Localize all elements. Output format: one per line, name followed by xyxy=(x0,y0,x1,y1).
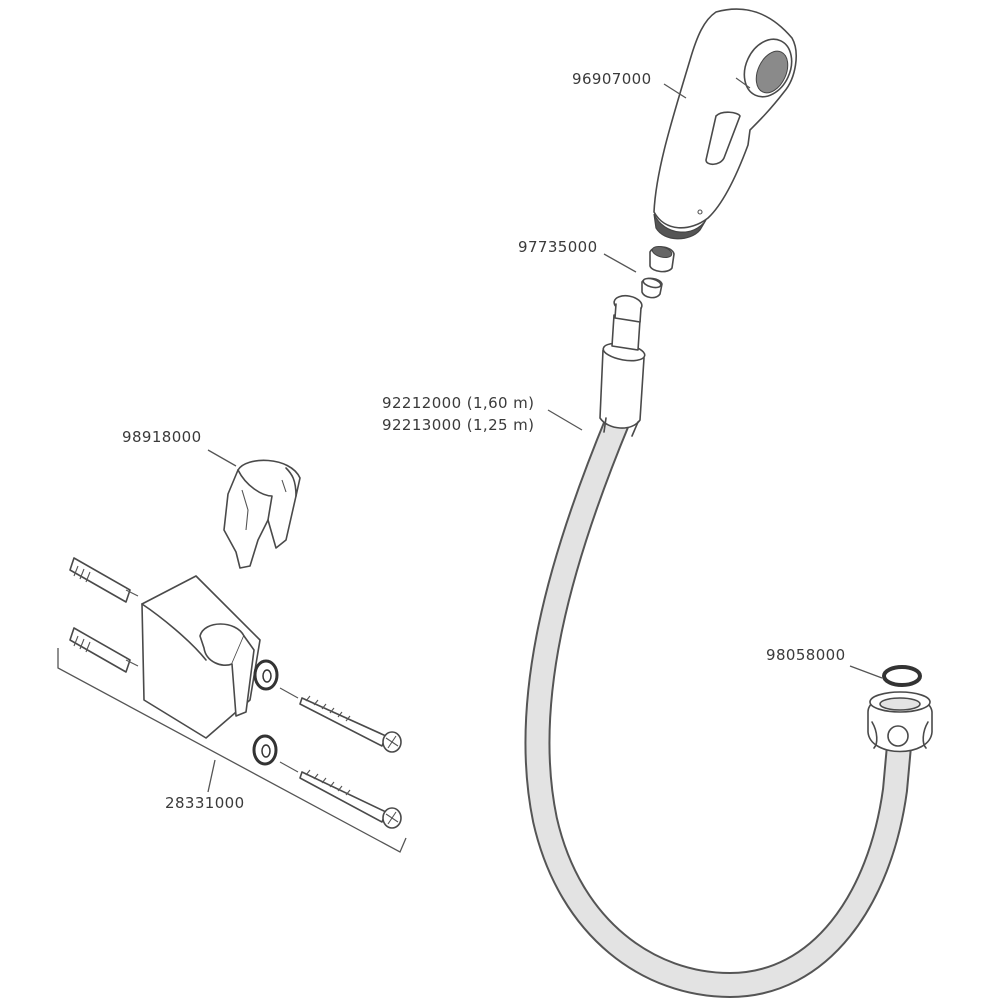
holder-washer-bottom xyxy=(252,734,278,766)
leader-handshower xyxy=(663,83,687,99)
wall-holder-set-part xyxy=(57,557,407,853)
label-wall-holder-set: 28331000 xyxy=(165,794,245,812)
strainer-part xyxy=(641,246,675,299)
label-washer: 98058000 xyxy=(766,646,846,664)
screw-bottom xyxy=(279,761,402,829)
label-handshower: 96907000 xyxy=(572,70,652,88)
dowel-bottom xyxy=(69,627,139,673)
label-hose-160: 92212000 (1,60 m) xyxy=(382,394,534,412)
dowel-top xyxy=(69,557,139,603)
washer-part xyxy=(882,665,922,687)
leader-holder-clip xyxy=(207,449,237,467)
leader-strainer xyxy=(603,253,637,273)
holder-clip-part xyxy=(223,459,301,569)
leader-hose xyxy=(547,409,583,431)
label-strainer: 97735000 xyxy=(518,238,598,256)
label-hose-125: 92213000 (1,25 m) xyxy=(382,416,534,434)
hose-nut-bottom xyxy=(867,691,933,753)
label-holder-clip: 98918000 xyxy=(122,428,202,446)
leader-washer xyxy=(849,665,883,679)
hose-part xyxy=(524,294,933,999)
hose-ferrule-top xyxy=(599,294,646,437)
handshower-part xyxy=(653,8,797,240)
screw-top xyxy=(279,687,402,753)
holder-washer-top xyxy=(253,659,279,691)
